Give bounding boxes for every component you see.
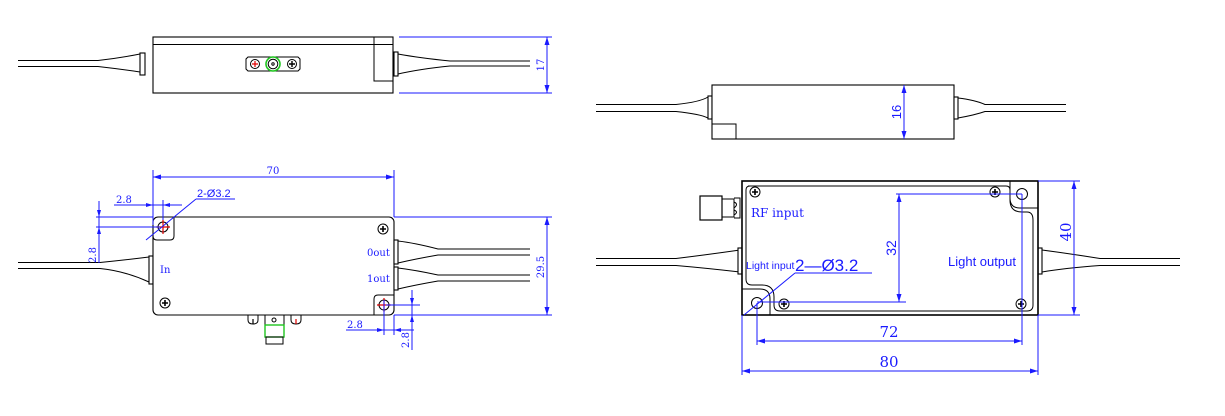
right-housing-side (711, 84, 955, 140)
dim-label-72: 72 (879, 323, 898, 341)
screw-icon (989, 186, 1001, 198)
dim-label-17: 17 (536, 59, 547, 72)
side-block (711, 123, 737, 140)
dim-width-40: 40 (1038, 180, 1080, 316)
dim-label-16: 16 (889, 105, 904, 119)
fiber-light-out (1041, 249, 1180, 273)
rf-input-label: RF input (751, 206, 804, 220)
dim-label-2-8-bottom-y: 2.8 (401, 332, 412, 348)
screw-icon (749, 186, 761, 198)
dim-hole-spacing-32: 32 (757, 193, 1022, 303)
fiber-out1 (397, 267, 530, 290)
fiber-in-boot (148, 255, 154, 285)
light-input-label: Light input (746, 260, 795, 272)
tab-bottom-right (373, 294, 394, 315)
rf-connector-top (245, 56, 301, 72)
left-side-view: 17 (18, 36, 552, 94)
dim-hole-offset-y-top: 2.8 (88, 201, 160, 263)
inner-recess (745, 185, 1034, 312)
right-housing-top (741, 180, 1039, 316)
fiber-light-in (596, 249, 741, 273)
side-block (373, 36, 394, 82)
light-output-label: Light output (948, 254, 1016, 269)
hole-callout-label-right: 2—Ø3.2 (795, 256, 858, 275)
fiber-out0-boot (393, 239, 399, 265)
hole-callout-label-left: 2-Ø3.2 (197, 188, 231, 200)
fiber-out0 (397, 240, 530, 264)
dim-hole-offset-x-top: 2.8 (114, 195, 182, 220)
left-housing-top (152, 216, 395, 316)
fiber-right-out (397, 53, 530, 75)
tab-top-left (152, 217, 175, 241)
dim-label-2-8-bottom-x: 2.8 (347, 320, 363, 331)
dim-height-17: 17 (399, 36, 552, 94)
right-side-view: 16 (596, 84, 1066, 140)
dim-hole-offset-x-bottom: 2.8 (346, 300, 414, 335)
dim-width-29-5: 29.5 (394, 216, 552, 316)
screw-icon (778, 298, 790, 310)
fiber-boot-left (707, 95, 713, 120)
tab-top-right (1009, 181, 1038, 209)
hole-callout-left: 2-Ø3.2 (145, 188, 235, 241)
tab-bottom-left (742, 288, 771, 315)
port-out0-label: 0out (367, 248, 390, 259)
dim-height-16: 16 (889, 85, 907, 139)
dim-hole-offset-y-bottom: 2.8 (386, 290, 420, 350)
dim-length-80: 80 (741, 315, 1039, 375)
fiber-right-side-in (596, 96, 709, 119)
screw-icon (377, 223, 389, 235)
screw-icon (1015, 298, 1027, 310)
port-in-label: In (160, 265, 171, 276)
dim-label-40: 40 (1057, 222, 1075, 241)
fiber-boot-right (393, 51, 399, 77)
dim-hole-spacing-72: 72 (756, 194, 1023, 345)
port-out1-label: 1out (367, 274, 390, 285)
right-top-view: RF input Light input Light output 2—Ø3.2… (596, 180, 1180, 375)
dim-label-2-8-top-y: 2.8 (88, 247, 99, 263)
dim-label-32: 32 (883, 240, 899, 256)
dim-label-29-5: 29.5 (536, 256, 547, 278)
dim-label-80: 80 (879, 353, 898, 371)
fiber-out1-boot (393, 266, 399, 291)
dim-label-70: 70 (267, 166, 280, 177)
fiber-left-in (18, 53, 141, 73)
fiber-boot-left (139, 52, 146, 76)
fiber-right-side-out (957, 97, 1066, 119)
left-top-view: In 0out 1out 70 2.8 (18, 166, 552, 350)
fiber-in (18, 256, 150, 283)
rf-connector-bottom (247, 314, 302, 345)
dim-label-2-8-top-x: 2.8 (116, 195, 132, 206)
fiber-boot-right (953, 96, 959, 120)
rf-input-connector (699, 195, 741, 221)
screw-icon (159, 297, 171, 309)
hole-callout-right: 2—Ø3.2 (743, 256, 872, 316)
dim-length-70: 70 (152, 166, 395, 225)
